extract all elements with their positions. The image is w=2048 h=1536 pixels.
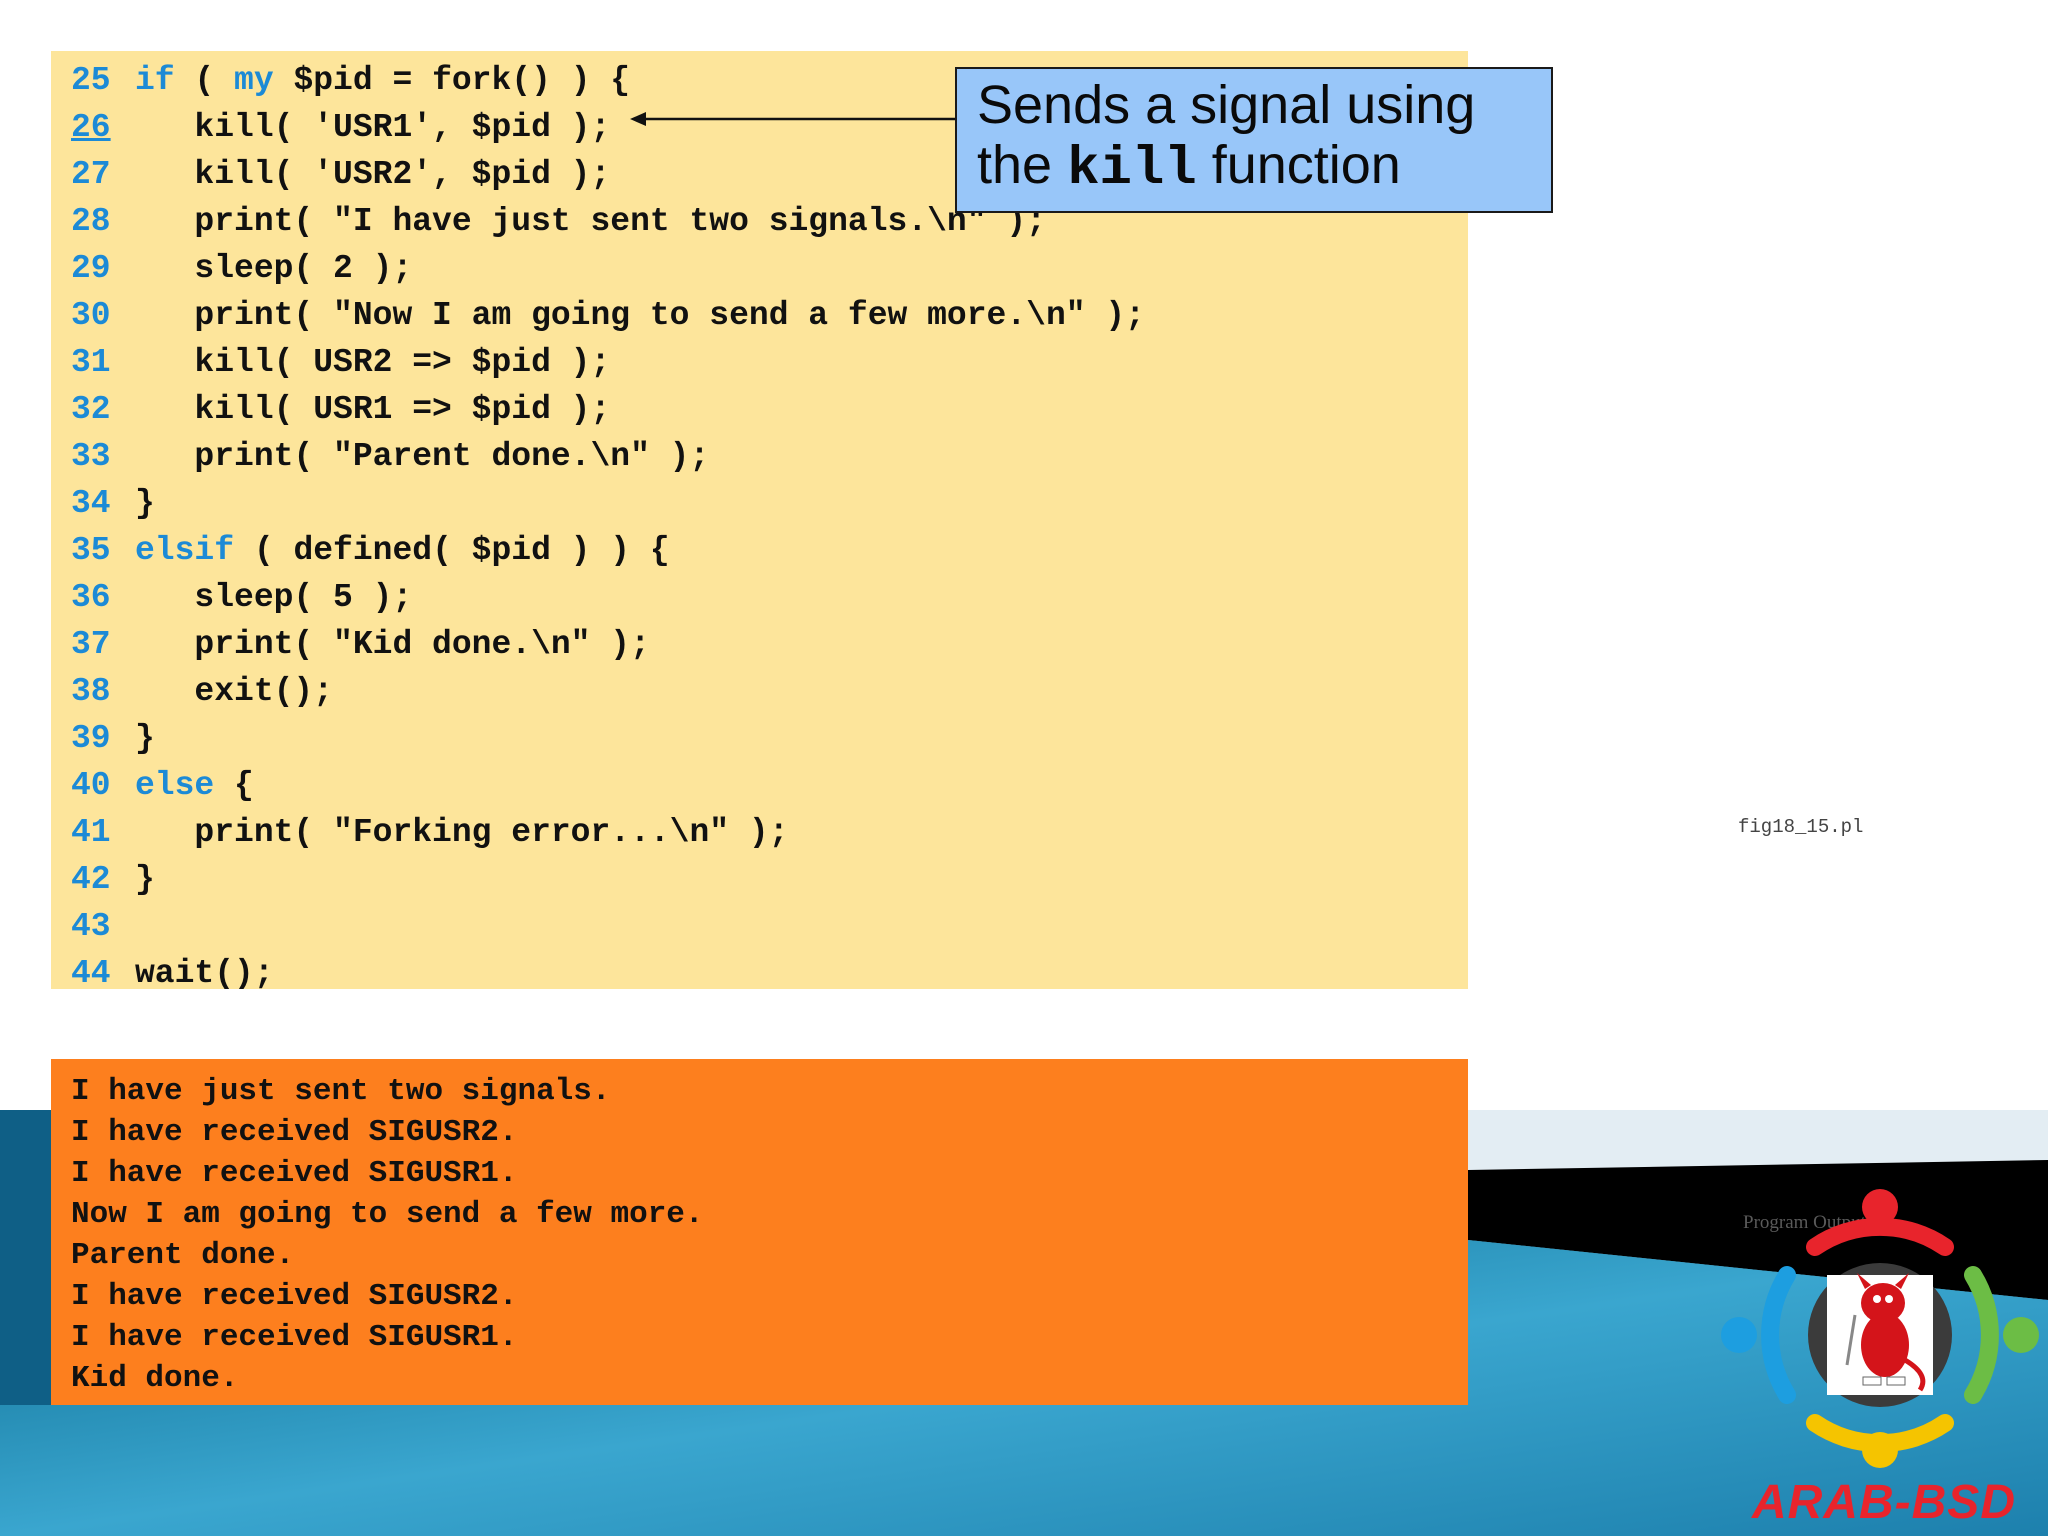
output-line: I have received SIGUSR2. [71, 1115, 518, 1150]
code-text: ( [174, 62, 235, 99]
code-line: 34} [71, 480, 1468, 527]
line-number: 31 [71, 344, 111, 381]
output-line: I have received SIGUSR1. [71, 1156, 518, 1191]
brand-logo-text: ARAB-BSD [1752, 1476, 2016, 1529]
code-keyword: elsif [135, 532, 235, 569]
code-line: 33 print( "Parent done.\n" ); [71, 433, 1468, 480]
code-text: wait(); [135, 955, 274, 992]
line-number: 42 [71, 861, 111, 898]
line-number: 39 [71, 720, 111, 757]
output-line: I have just sent two signals. [71, 1074, 611, 1109]
output-line: I have received SIGUSR2. [71, 1279, 518, 1314]
code-line: 43 [71, 903, 1468, 950]
line-number: 29 [71, 250, 111, 287]
code-text: print( "Now I am going to send a few mor… [135, 297, 1145, 334]
line-number: 30 [71, 297, 111, 334]
code-line: 39} [71, 715, 1468, 762]
code-line: 38 exit(); [71, 668, 1468, 715]
code-line: 42} [71, 856, 1468, 903]
code-text: kill( USR1 => $pid ); [135, 391, 611, 428]
callout-line-1: Sends a signal using [977, 75, 1476, 135]
line-number: 36 [71, 579, 111, 616]
code-text: print( "Forking error...\n" ); [135, 814, 789, 851]
code-line: 40 else { [71, 762, 1468, 809]
line-number: 35 [71, 532, 111, 569]
line-number: 34 [71, 485, 111, 522]
line-number: 32 [71, 391, 111, 428]
code-line: 35 elsif ( defined( $pid ) ) { [71, 527, 1468, 574]
code-line: 27 kill( 'USR2', $pid ); [71, 151, 1468, 198]
output-line: Parent done. [71, 1238, 295, 1273]
code-text: exit(); [135, 673, 334, 710]
code-text: sleep( 2 ); [135, 250, 413, 287]
code-line: 31 kill( USR2 => $pid ); [71, 339, 1468, 386]
line-number: 28 [71, 203, 111, 240]
line-number: 43 [71, 908, 111, 945]
output-line: I have received SIGUSR1. [71, 1320, 518, 1355]
line-number: 44 [71, 955, 111, 992]
callout-box: Sends a signal using the kill function [955, 67, 1553, 213]
code-keyword: my [234, 62, 274, 99]
code-text: } [135, 720, 155, 757]
line-number: 25 [71, 62, 111, 99]
code-line: 37 print( "Kid done.\n" ); [71, 621, 1468, 668]
code-line: 25 if ( my $pid = fork() ) { [71, 57, 1468, 104]
code-text: ( defined( $pid ) ) { [234, 532, 670, 569]
code-text: kill( 'USR1', $pid ); [135, 109, 611, 146]
callout-code-word: kill [1067, 139, 1197, 200]
code-line: 44 wait(); [71, 950, 1468, 997]
file-name-label: fig18_15.pl [1738, 816, 1864, 838]
line-number: 37 [71, 626, 111, 663]
code-text: $pid = fork() ) { [273, 62, 631, 99]
code-line: 28 print( "I have just sent two signals.… [71, 198, 1468, 245]
line-number: 38 [71, 673, 111, 710]
line-number: 41 [71, 814, 111, 851]
code-text: kill( 'USR2', $pid ); [135, 156, 611, 193]
program-output-panel: I have just sent two signals. I have rece… [51, 1059, 1468, 1405]
line-number: 40 [71, 767, 111, 804]
code-line: 32 kill( USR1 => $pid ); [71, 386, 1468, 433]
code-keyword: if [135, 62, 175, 99]
callout-line-2-pre: the [977, 135, 1068, 195]
code-text: kill( USR2 => $pid ); [135, 344, 611, 381]
code-line: 30 print( "Now I am going to send a few … [71, 292, 1468, 339]
code-text: print( "Kid done.\n" ); [135, 626, 650, 663]
arrow-left-icon [630, 112, 955, 126]
code-line: 26 kill( 'USR1', $pid ); [71, 104, 1468, 151]
code-text: print( "I have just sent two signals.\n"… [135, 203, 1046, 240]
callout-line-2: the kill function [977, 135, 1551, 200]
code-text: sleep( 5 ); [135, 579, 413, 616]
code-line: 36 sleep( 5 ); [71, 574, 1468, 621]
line-number: 26 [71, 109, 111, 146]
line-number: 33 [71, 438, 111, 475]
code-text: } [135, 861, 155, 898]
code-text: print( "Parent done.\n" ); [135, 438, 710, 475]
line-number: 27 [71, 156, 111, 193]
output-line: Kid done. [71, 1361, 239, 1396]
code-text: } [135, 485, 155, 522]
code-keyword: else [135, 767, 215, 804]
code-text: { [214, 767, 254, 804]
code-line: 41 print( "Forking error...\n" ); [71, 809, 1468, 856]
bsd-daemon-logo-icon [1721, 1189, 2039, 1468]
code-line: 29 sleep( 2 ); [71, 245, 1468, 292]
output-line: Now I am going to send a few more. [71, 1197, 704, 1232]
callout-line-2-post: function [1196, 135, 1401, 195]
